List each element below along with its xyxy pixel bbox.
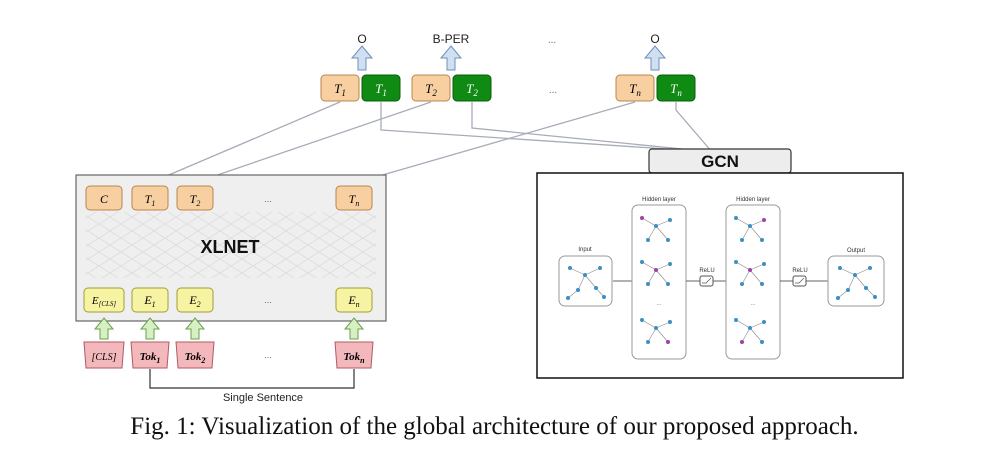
svg-text:T2: T2 bbox=[425, 81, 437, 98]
figure-caption: Fig. 1: Visualization of the global arch… bbox=[130, 413, 859, 440]
xlnet-tn-box bbox=[335, 185, 373, 211]
top-token-tn-xlnet bbox=[615, 74, 655, 102]
top-token-dots: ... bbox=[549, 85, 557, 96]
svg-text:Tn: Tn bbox=[629, 81, 641, 98]
svg-text:E1: E1 bbox=[143, 293, 155, 309]
svg-text:T1: T1 bbox=[375, 81, 387, 98]
input-token-tokn bbox=[334, 341, 374, 369]
xlnet-label: XLNET bbox=[200, 237, 259, 257]
svg-text:Tn: Tn bbox=[349, 192, 360, 208]
svg-text:C: C bbox=[100, 192, 109, 206]
svg-text:Tok1: Tok1 bbox=[140, 351, 161, 365]
gcn-hidden2-label: Hidden layer bbox=[736, 197, 770, 203]
svg-text:[CLS]: [CLS] bbox=[91, 352, 116, 363]
input-token-tok1 bbox=[130, 341, 170, 369]
svg-text:T2: T2 bbox=[466, 81, 478, 98]
svg-text:Tok2: Tok2 bbox=[185, 351, 206, 365]
sentence-bracket: Single Sentence bbox=[149, 369, 355, 404]
xlnet-e2-box bbox=[176, 287, 214, 313]
top-token-row: T1 T1 T2 T2 ... Tn Tn bbox=[320, 74, 696, 102]
output-label-n: O bbox=[650, 32, 659, 46]
xlnet-t1-box bbox=[131, 185, 169, 211]
output-arrow-2 bbox=[439, 45, 463, 71]
gcn-relu-2: ReLU bbox=[780, 268, 828, 287]
input-token-cls bbox=[83, 341, 125, 369]
top-token-t2-gcn bbox=[452, 74, 492, 102]
xlnet-connections bbox=[149, 101, 636, 184]
input-arrows bbox=[93, 317, 365, 340]
output-label-1: O bbox=[357, 32, 366, 46]
top-token-t2-xlnet bbox=[411, 74, 451, 102]
output-arrow-1 bbox=[350, 45, 374, 71]
xlnet-c-box bbox=[85, 185, 123, 211]
gcn-hidden-layer-1: Hidden layer ... bbox=[631, 197, 687, 360]
top-token-t1-gcn bbox=[361, 74, 401, 102]
svg-text:E[CLS]: E[CLS] bbox=[91, 295, 117, 308]
svg-text:Tn: Tn bbox=[670, 81, 682, 98]
svg-text:En: En bbox=[347, 293, 359, 309]
gcn-relu1-label: ReLU bbox=[699, 268, 714, 274]
svg-text:T2: T2 bbox=[190, 192, 201, 208]
gcn-output-block: Output bbox=[827, 248, 885, 307]
svg-text:...: ... bbox=[656, 301, 661, 307]
xlnet-panel: XLNET C T1 T2 ... Tn E[CLS] E1 E2 ... En bbox=[75, 174, 387, 322]
output-label-bper: B-PER bbox=[433, 32, 470, 46]
gcn-label: GCN bbox=[701, 152, 739, 171]
gcn-relu-1: ReLU bbox=[686, 268, 726, 287]
gcn-input-block: Input bbox=[558, 247, 632, 307]
svg-text:...: ... bbox=[750, 301, 755, 307]
xlnet-t2-box bbox=[176, 185, 214, 211]
output-arrow-n bbox=[643, 45, 667, 71]
gcn-connections bbox=[380, 102, 713, 153]
input-token-tok2 bbox=[175, 341, 215, 369]
svg-text:E2: E2 bbox=[188, 293, 200, 309]
sentence-label: Single Sentence bbox=[223, 392, 303, 404]
input-token-row: [CLS] Tok1 Tok2 ... Tokn bbox=[83, 341, 374, 369]
gcn-relu2-label: ReLU bbox=[792, 268, 807, 274]
gcn-input-label: Input bbox=[578, 247, 592, 253]
svg-text:T1: T1 bbox=[145, 192, 156, 208]
input-token-dots: ... bbox=[264, 350, 272, 360]
xlnet-e1-box bbox=[131, 287, 169, 313]
gcn-hidden-layer-2: Hidden layer ... bbox=[725, 197, 781, 360]
xlnet-top-dots: ... bbox=[264, 194, 272, 204]
top-token-t1-xlnet bbox=[320, 74, 360, 102]
svg-text:T1: T1 bbox=[334, 81, 346, 98]
gcn-hidden1-label: Hidden layer bbox=[642, 197, 676, 203]
svg-text:Tokn: Tokn bbox=[343, 351, 365, 365]
xlnet-bottom-dots: ... bbox=[264, 295, 272, 305]
xlnet-en-box bbox=[335, 287, 373, 313]
top-token-tn-gcn bbox=[656, 74, 696, 102]
output-label-dots: ... bbox=[548, 35, 556, 46]
gcn-output-label: Output bbox=[847, 248, 865, 254]
xlnet-e-cls-box bbox=[83, 287, 125, 313]
